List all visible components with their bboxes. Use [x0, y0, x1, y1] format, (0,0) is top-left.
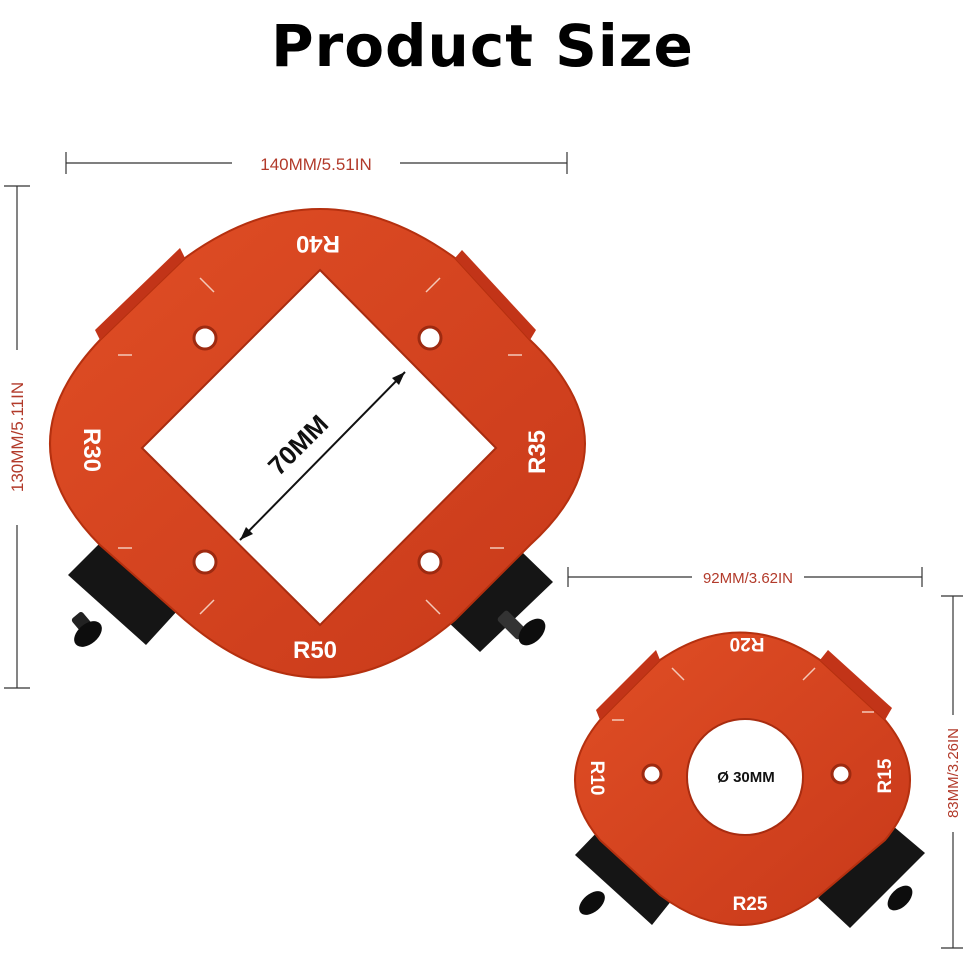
large-label-top: R40: [296, 230, 340, 257]
large-height-label: 130MM/5.11IN: [8, 382, 27, 492]
large-clamp-left: [68, 543, 180, 647]
large-mounting-holes: [192, 325, 443, 575]
small-label-bottom: R25: [733, 894, 768, 915]
large-clamp-right: [448, 553, 553, 652]
small-inner-label: Ø 30MM: [717, 769, 775, 786]
small-clamp-right: [818, 826, 925, 928]
small-height-label: 83MM/3.26IN: [945, 728, 962, 818]
large-template: R40 R30 R35 R50 70MM: [49, 208, 586, 679]
small-width-dimension: 92MM/3.62IN: [567, 567, 923, 587]
large-width-label: 140MM/5.51IN: [260, 155, 372, 174]
small-height-dimension: 83MM/3.26IN: [941, 595, 963, 949]
small-label-right: R15: [875, 758, 896, 793]
large-label-right: R35: [524, 430, 551, 474]
large-label-bottom: R50: [293, 637, 337, 664]
large-label-left: R30: [78, 428, 105, 472]
page-title: Product Size: [271, 12, 694, 80]
large-height-dimension: 130MM/5.11IN: [4, 185, 30, 689]
small-clamp-left: [575, 826, 680, 925]
small-label-left: R10: [586, 761, 607, 796]
small-template: R20 R10 R15 R25 Ø 30MM: [574, 631, 925, 928]
inner-diagonal-arrow: [239, 371, 406, 541]
large-width-dimension: 140MM/5.51IN: [65, 152, 568, 174]
small-label-top: R20: [730, 633, 765, 654]
small-width-label: 92MM/3.62IN: [703, 570, 793, 587]
